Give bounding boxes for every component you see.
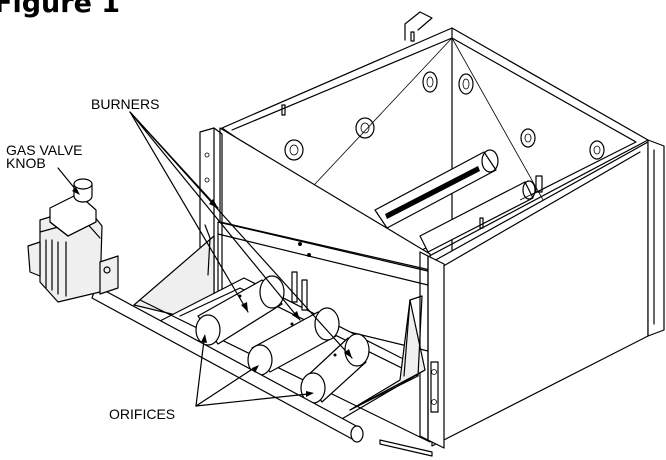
burner-tubes bbox=[195, 275, 370, 404]
gas-valve-label-line2: KNOB bbox=[6, 155, 46, 171]
gas-valve-label-line1: GAS VALVE bbox=[6, 142, 83, 158]
wall-ports bbox=[281, 31, 605, 161]
gas-valve-knob-label: GAS VALVE KNOB bbox=[6, 142, 83, 171]
gas-valve bbox=[27, 178, 119, 303]
orifices-label: ORIFICES bbox=[109, 406, 176, 422]
leader-lines bbox=[57, 111, 353, 407]
burners-label: BURNERS bbox=[91, 96, 160, 112]
figure-title: Figure 1 bbox=[0, 0, 121, 19]
firebox-front-panel bbox=[217, 127, 433, 353]
